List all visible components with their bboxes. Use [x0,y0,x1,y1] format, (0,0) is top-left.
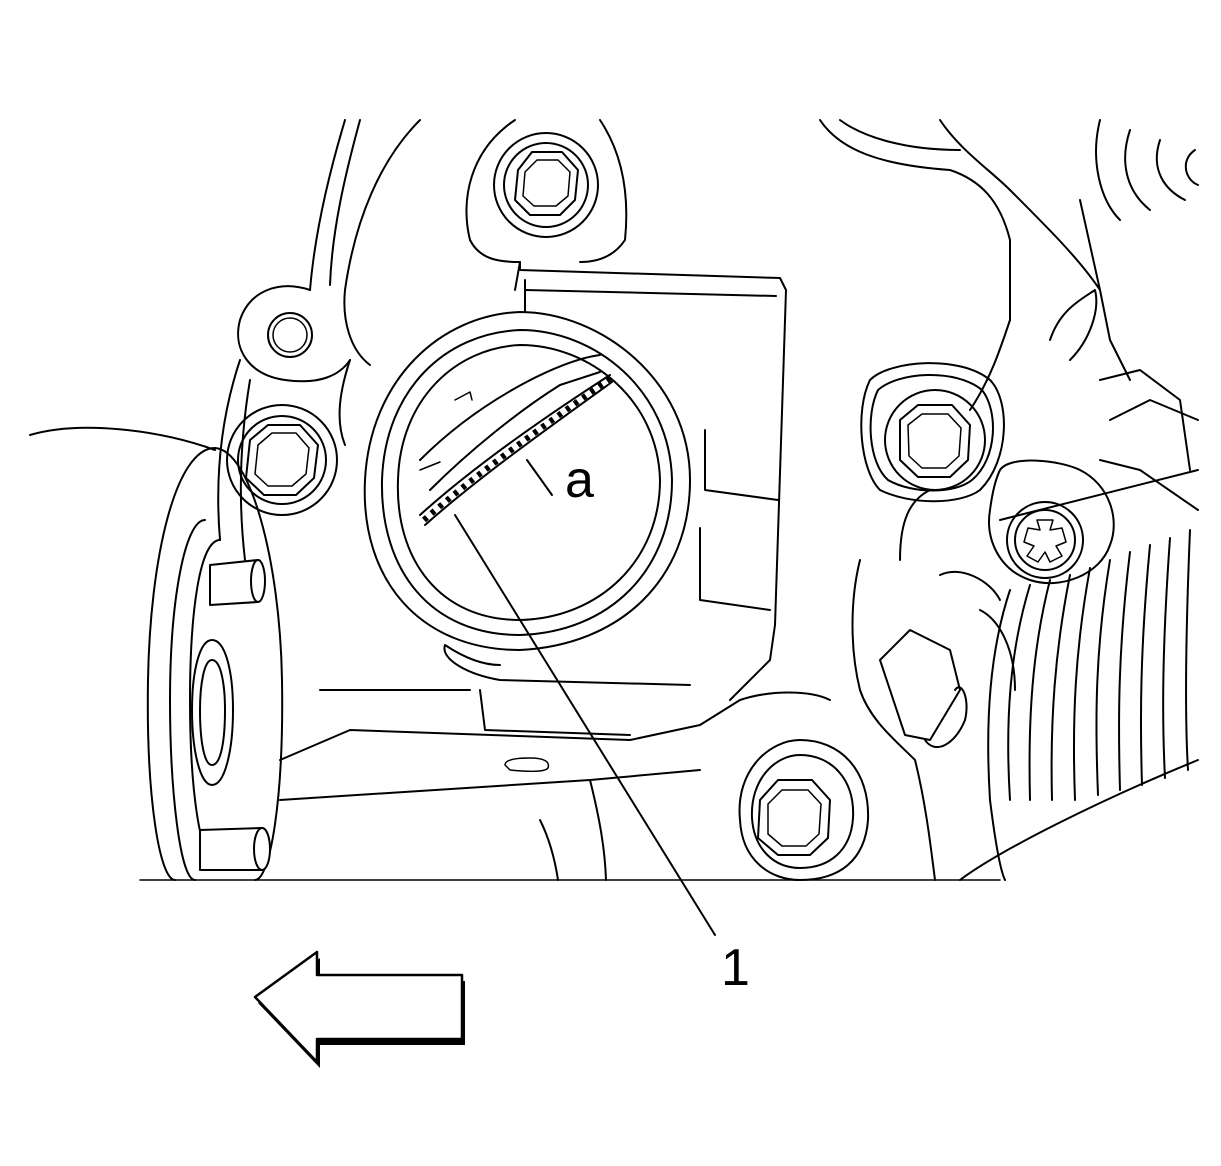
main-bore [363,311,691,686]
bolt-bottom [738,739,870,881]
callout-label-a: a [565,451,594,509]
ribbed-drum [959,469,1199,881]
arrow-left-icon [253,950,465,1068]
callout-leader-a [526,459,553,496]
bolt-left [226,404,338,516]
mount-hole [267,312,313,358]
bolt-top [493,132,599,238]
callout-leader-1 [454,514,716,936]
timing-belt-section [419,371,613,526]
crank-pulley [29,426,284,881]
tensioner-assembly [851,489,1016,881]
torx-bolt [988,459,1115,585]
bolt-right [884,389,986,491]
callout-label-1: 1 [721,939,750,997]
